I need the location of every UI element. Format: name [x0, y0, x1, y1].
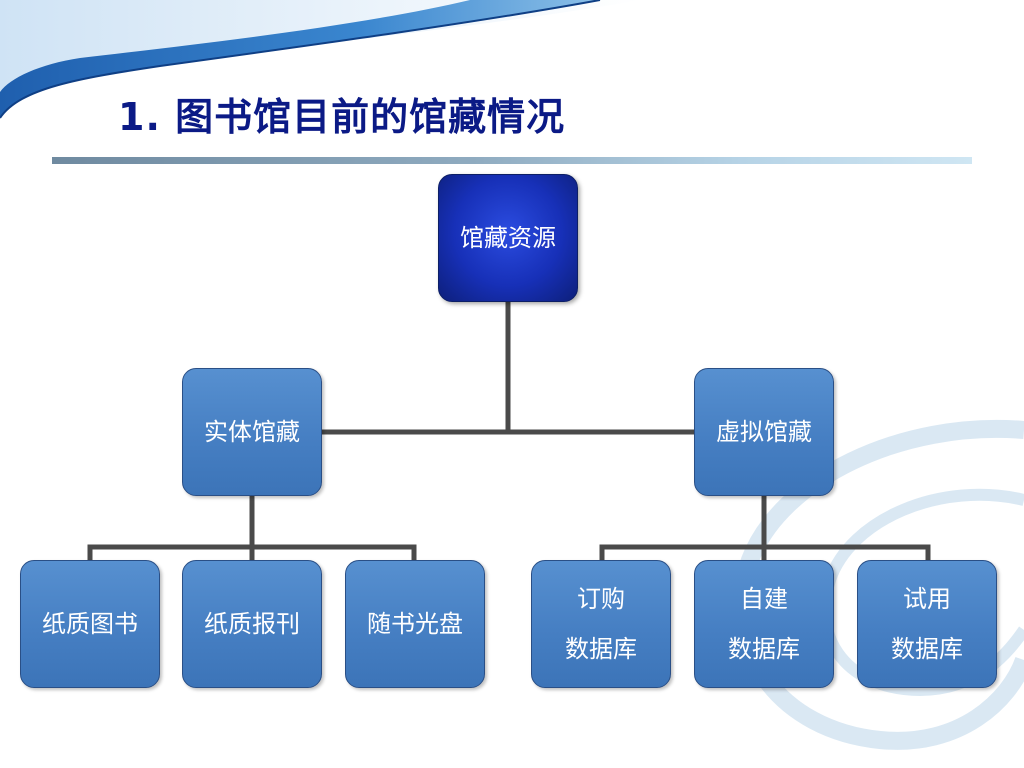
node-self-built-databases: 自建 数据库 [694, 560, 834, 688]
node-label: 纸质报刊 [204, 610, 300, 638]
node-book-cds: 随书光盘 [345, 560, 485, 688]
node-collection-resources: 馆藏资源 [438, 174, 578, 302]
node-label-line1: 订购 [577, 585, 625, 613]
top-swoosh [0, 0, 640, 118]
node-paper-periodicals: 纸质报刊 [182, 560, 322, 688]
node-label-line2: 数据库 [891, 635, 963, 663]
node-subscribed-databases: 订购 数据库 [531, 560, 671, 688]
node-physical-collection: 实体馆藏 [182, 368, 322, 496]
node-label: 随书光盘 [367, 610, 463, 638]
node-label-line2: 数据库 [728, 635, 800, 663]
node-trial-databases: 试用 数据库 [857, 560, 997, 688]
node-paper-books: 纸质图书 [20, 560, 160, 688]
node-label-line1: 自建 [740, 585, 788, 613]
node-label: 纸质图书 [42, 610, 138, 638]
node-virtual-collection: 虚拟馆藏 [694, 368, 834, 496]
top-swoosh-dark [0, 0, 600, 118]
node-label: 虚拟馆藏 [716, 418, 812, 446]
slide-title: 1. 图书馆目前的馆藏情况 [118, 95, 566, 139]
top-swoosh-edge [0, 0, 601, 119]
node-label: 馆藏资源 [460, 224, 556, 252]
node-label: 实体馆藏 [204, 418, 300, 446]
node-label-line1: 试用 [903, 585, 951, 613]
title-divider [52, 157, 972, 164]
node-label-line2: 数据库 [565, 635, 637, 663]
